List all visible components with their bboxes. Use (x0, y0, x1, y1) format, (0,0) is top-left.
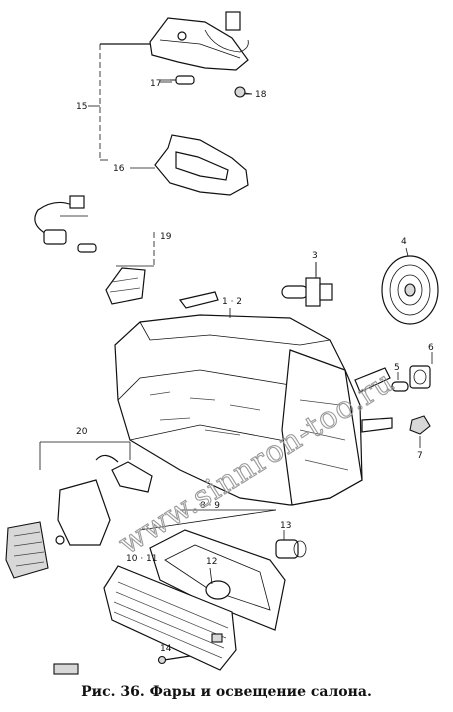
clip-7 (409, 415, 431, 446)
turn-signal-housing (139, 509, 286, 631)
label-4: 4 (401, 237, 407, 247)
lens-16 (154, 134, 249, 196)
figure-caption: Рис. 36. Фары и освещение салона. (81, 684, 372, 700)
label-14: 14 (160, 644, 172, 654)
label-20: 20 (76, 427, 88, 437)
label-19: 19 (160, 232, 172, 242)
label-16: 16 (113, 164, 125, 174)
headlamp-bulb-3 (281, 262, 333, 307)
bracket-19 (60, 215, 155, 267)
side-marker-lens (105, 267, 146, 305)
label-13: 13 (280, 521, 291, 531)
fog-lamp-assembly (5, 441, 153, 579)
label-6: 6 (428, 343, 434, 353)
bulb-5 (391, 381, 409, 392)
screw-14 (157, 655, 191, 665)
socket-13 (275, 539, 307, 559)
headlamp-exploded-diagram: 1 · 2 3 4 5 6 7 8 · 9 10 · 11 12 13 14 1… (5, 11, 439, 675)
label-3: 3 (312, 251, 318, 261)
socket-6 (409, 365, 431, 389)
label-17: 17 (150, 79, 161, 89)
bracket-15 (88, 43, 176, 169)
turn-signal-lens (103, 565, 237, 671)
leader-lines (160, 81, 433, 585)
label-15: 15 (76, 102, 87, 112)
headlamp-housing (114, 291, 393, 506)
label-12: 12 (206, 557, 217, 567)
interior-lamp-housing (149, 11, 249, 71)
label-18: 18 (255, 90, 267, 100)
side-marker-wiring (34, 195, 97, 253)
screw-18 (234, 86, 253, 98)
label-5: 5 (394, 363, 400, 373)
label-7: 7 (417, 451, 423, 461)
label-10-11: 10 · 11 (126, 554, 158, 564)
label-8-9: 8 · 9 (200, 501, 220, 511)
dust-cover-4 (381, 247, 439, 325)
label-1-2: 1 · 2 (222, 297, 242, 307)
front-arrow (53, 663, 79, 675)
